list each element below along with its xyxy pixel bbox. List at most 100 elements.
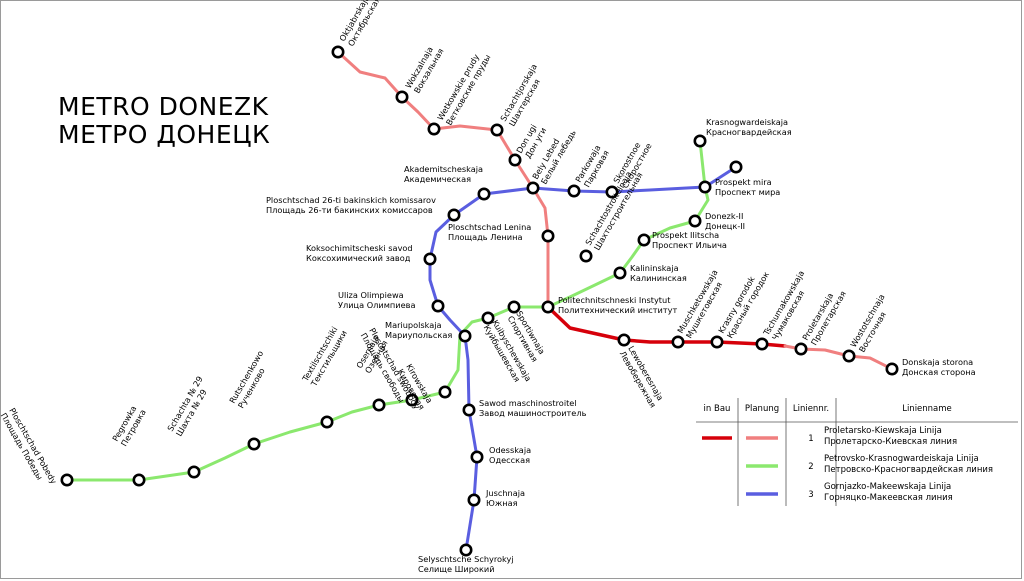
- station-label-latin: Akademitscheskaja: [404, 164, 483, 174]
- station-label-wokzalnaja: WokzalnajaВокзальная: [403, 41, 446, 95]
- station-label-latin: Koksochimitscheski savod: [306, 243, 413, 253]
- station-label-latin: Sawod maschinostroitel: [479, 398, 577, 408]
- station-label-latin: Krasnogwardeiskaja: [706, 117, 788, 127]
- title-cyrillic: МЕТРО ДОНЕЦК: [58, 120, 271, 149]
- station-marker-skorostnoe[interactable]: [605, 185, 619, 199]
- station-label-latin: Prospekt mira: [715, 177, 772, 187]
- station-label-latin: Donskaja storona: [902, 357, 973, 367]
- station-label-latin: Uliza Olimpiewa: [338, 290, 404, 300]
- legend-line1-number: 1: [808, 434, 814, 444]
- station-marker-juschnaja[interactable]: [467, 493, 481, 507]
- station-marker-donskaja[interactable]: [885, 362, 899, 376]
- stations: [60, 45, 899, 557]
- station-marker-proletarskaja[interactable]: [794, 342, 808, 356]
- legend-line3-name-latin: Gornjazko-Makeewskaja Linija: [824, 482, 952, 492]
- station-marker-muschketowskaja[interactable]: [671, 335, 685, 349]
- station-label-cyrillic: Проспект мира: [715, 187, 780, 197]
- station-label-parkowaja: ParkowajaПарковая: [573, 143, 611, 189]
- station-marker-kuibyschewskaja[interactable]: [481, 311, 495, 325]
- station-marker-oktjabrskaja[interactable]: [331, 45, 345, 59]
- station-marker-osernaja[interactable]: [372, 398, 386, 412]
- station-label-latin: Kalininskaja: [630, 263, 679, 273]
- station-label-cyrillic: Завод машиностроитель: [479, 408, 587, 418]
- legend-grid: [696, 398, 1018, 506]
- station-marker-politechn[interactable]: [541, 300, 555, 314]
- station-label-cyrillic: Коксохимический завод: [306, 253, 411, 263]
- station-label-cyrillic: Политехнический институт: [558, 305, 677, 315]
- legend-header-linienname: Linienname: [902, 404, 952, 414]
- station-marker-iljitscha[interactable]: [637, 233, 651, 247]
- station-marker-akademitscheskaja[interactable]: [477, 187, 491, 201]
- station-marker-schyrokyj[interactable]: [459, 543, 473, 557]
- station-label-latin: Selyschtsche Schyrokyj: [418, 554, 514, 564]
- station-marker-prospektmira[interactable]: [698, 180, 712, 194]
- station-marker-lenina[interactable]: [541, 229, 555, 243]
- station-label-cyrillic: Проспект Ильича: [652, 240, 727, 250]
- station-label-cyrillic: Одесская: [489, 455, 530, 465]
- station-label-cyrillic: Академическая: [404, 174, 471, 184]
- station-marker-wokzalnaja[interactable]: [395, 90, 409, 104]
- station-marker-pegrowka[interactable]: [132, 473, 146, 487]
- station-marker-krasnyj[interactable]: [710, 335, 724, 349]
- station-marker-lewoberesch[interactable]: [617, 333, 631, 347]
- station-marker-schachtostr[interactable]: [579, 249, 593, 263]
- station-marker-parkowaja[interactable]: [567, 184, 581, 198]
- station-label-rutschenkowo: RutschenkowoРученково: [227, 349, 274, 410]
- station-marker-wetkowskie[interactable]: [427, 122, 441, 136]
- station-marker-mariupolskaja[interactable]: [458, 329, 472, 343]
- station-marker-odesskaja[interactable]: [470, 450, 484, 464]
- station-label-latin: Prospekt Ilitscha: [652, 230, 719, 240]
- legend-header-liniennr: Liniennr.: [792, 404, 830, 414]
- legend-line1-name-latin: Proletarsko-Kiewskaja Linija: [824, 426, 942, 436]
- station-label-wostotschnaja: WostotschnajaВосточная: [848, 292, 895, 354]
- legend-header-inbau: in Bau: [703, 404, 731, 414]
- station-marker-donezk2[interactable]: [688, 214, 702, 228]
- station-label-latin: Mariupolskaja: [385, 320, 442, 330]
- station-marker-schachta29[interactable]: [187, 465, 201, 479]
- station-marker-schachtjorskaja[interactable]: [490, 123, 504, 137]
- station-marker-extra1[interactable]: [729, 160, 743, 174]
- line1-planned-north-route: [336, 50, 550, 309]
- station-marker-tschumakowskaja[interactable]: [755, 337, 769, 351]
- station-marker-olimpiewa[interactable]: [431, 299, 445, 313]
- station-marker-bakinskich[interactable]: [447, 208, 461, 222]
- legend-line3-name-cyrillic: Горняцко-Макеевская линия: [824, 493, 953, 503]
- station-label-pegrowka: PegrowkaПетровка: [110, 403, 148, 448]
- station-marker-kalininskaja[interactable]: [613, 266, 627, 280]
- station-marker-kirowskaja[interactable]: [405, 393, 419, 407]
- station-marker-rutschenkowo[interactable]: [247, 437, 261, 451]
- station-marker-krasnogwardeiskaja[interactable]: [693, 134, 707, 148]
- station-marker-pobedy[interactable]: [60, 473, 74, 487]
- legend-line3-name: Gornjazko-Makeewskaja Linija Горняцко-Ма…: [824, 482, 1018, 504]
- station-label-oktjabrskaja: OktjabrskajaОктябрьская: [337, 0, 382, 48]
- station-label-latin: Ploschtschad 26-ti bakinskich komissarov: [266, 195, 436, 205]
- legend-line3-number: 3: [808, 490, 814, 500]
- station-label-cyrillic: Улица Олимпиева: [338, 300, 415, 310]
- station-label-proletarskaja: ProletarskajaПролетарская: [800, 284, 848, 347]
- station-marker-sawod[interactable]: [462, 403, 476, 417]
- station-label-cyrillic: Красногвардейская: [706, 127, 792, 137]
- station-label-schachtjorskaja: SchachtjorskajaШахтерская: [498, 62, 548, 128]
- station-marker-wostotschnaja[interactable]: [842, 349, 856, 363]
- station-label-lewoberesch: LewoberesnajaЛевобережная: [618, 344, 667, 410]
- station-marker-koksochim[interactable]: [423, 252, 437, 266]
- station-label-cyrillic: Донецк-II: [705, 221, 745, 231]
- station-marker-swobody[interactable]: [438, 385, 452, 399]
- station-label-latin: Odesskaja: [489, 445, 531, 455]
- station-label-latin: Politechnitschneski Instytut: [558, 295, 671, 305]
- station-marker-textilschtschiki[interactable]: [320, 415, 334, 429]
- station-marker-sportiwnaja[interactable]: [507, 300, 521, 314]
- title-latin: METRO DONEZK: [58, 92, 269, 121]
- station-marker-donugi[interactable]: [508, 153, 522, 167]
- station-marker-belylebed[interactable]: [526, 181, 540, 195]
